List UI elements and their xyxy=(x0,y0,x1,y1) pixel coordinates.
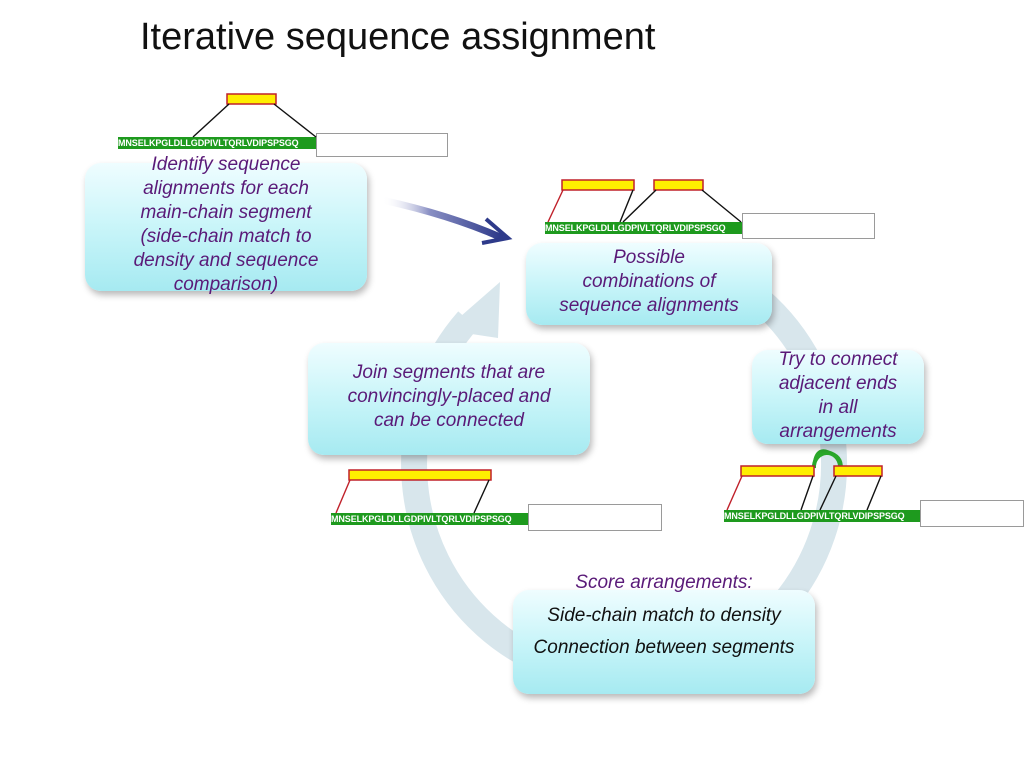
box-line: adjacent ends xyxy=(778,373,898,394)
score-item: Connection between segments xyxy=(533,637,795,658)
box-line: Possible xyxy=(613,247,685,268)
score-title: Score arrangements: xyxy=(575,572,753,593)
segment-link xyxy=(335,479,351,514)
box-line: convincingly-placed and xyxy=(347,386,551,407)
cycle-arrowhead xyxy=(445,282,500,338)
identify-alignments-box: Identify sequence alignments for each ma… xyxy=(85,154,367,295)
box-line: combinations of xyxy=(582,271,716,292)
segment-link xyxy=(866,475,882,511)
segment-link xyxy=(701,189,742,223)
segment-link xyxy=(547,189,564,223)
segment-block xyxy=(653,179,704,191)
box-line: (side-chain match to xyxy=(140,226,312,247)
sequence-bar: MNSELKPGLDLLGDPIVLTQRLVDIPSPSGQ xyxy=(331,513,528,525)
sequence-bar: MNSELKPGLDLLGDPIVLTQRLVDIPSPSGQ xyxy=(724,510,920,522)
sequence-bar: MNSELKPGLDLLGDPIVLTQRLVDIPSPSGQ xyxy=(545,222,742,234)
flow-arrowhead xyxy=(481,217,513,245)
sequence-remainder-box xyxy=(316,133,448,157)
box-line: Join segments that are xyxy=(352,362,546,383)
sequence-remainder-box xyxy=(528,504,662,531)
segment-block xyxy=(348,469,492,481)
box-line: main-chain segment xyxy=(140,202,312,223)
box-line: Identify sequence xyxy=(151,154,301,175)
sequence-remainder-box xyxy=(920,500,1024,527)
box-line: alignments for each xyxy=(143,178,309,199)
page-title: Iterative sequence assignment xyxy=(140,16,656,58)
segment-block xyxy=(226,93,277,105)
segment-link xyxy=(473,479,490,514)
segment-link xyxy=(622,189,657,223)
segment-block xyxy=(833,465,883,477)
segment-link xyxy=(726,475,743,511)
try-connect-box: Try to connect adjacent ends in all arra… xyxy=(752,349,924,444)
box-line: arrangements xyxy=(779,421,897,442)
score-arrangements-box: Side-chain match to density Connection b… xyxy=(513,590,815,694)
connector-arc xyxy=(811,450,842,469)
possible-combinations-box: Possible combinations of sequence alignm… xyxy=(526,243,772,325)
box-line: sequence alignments xyxy=(559,295,739,316)
segment-link xyxy=(619,189,634,223)
flow-arrow xyxy=(378,196,504,241)
box-line: in all xyxy=(818,397,858,418)
segment-block xyxy=(561,179,635,191)
box-line: density and sequence xyxy=(133,250,319,271)
box-line: can be connected xyxy=(373,410,524,431)
sequence-remainder-box xyxy=(742,213,875,239)
box-line: Try to connect xyxy=(778,349,898,370)
segment-link xyxy=(273,103,317,138)
segment-link xyxy=(192,103,230,138)
sequence-bar: MNSELKPGLDLLGDPIVLTQRLVDIPSPSGQ xyxy=(118,137,316,149)
segment-link xyxy=(800,475,814,511)
segment-block xyxy=(740,465,815,477)
segment-link xyxy=(819,475,837,511)
box-line: comparison) xyxy=(173,274,279,295)
join-segments-box: Join segments that are convincingly-plac… xyxy=(308,343,590,455)
score-item: Side-chain match to density xyxy=(547,605,781,626)
